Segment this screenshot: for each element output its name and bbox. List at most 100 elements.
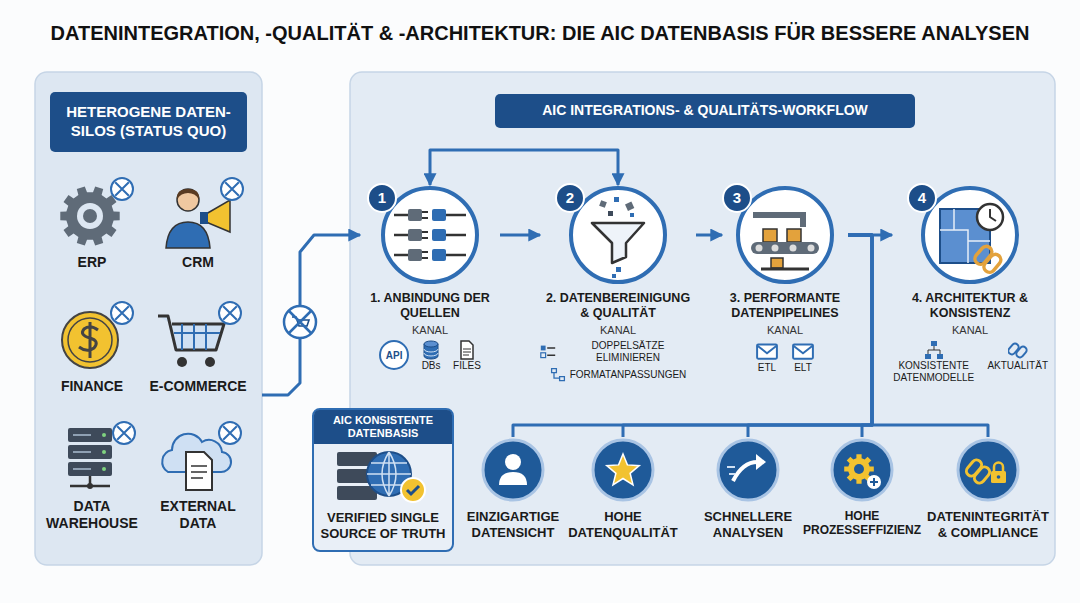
icon-shape [40,420,144,494]
icon-shape [111,302,133,324]
connector [848,235,872,437]
icon-shape [394,234,408,237]
icon-shape [753,215,803,227]
icon-shape [174,324,220,350]
icon-shape [757,344,777,358]
silo-label: CRM [146,254,250,271]
icon-shape [446,254,466,257]
benefit-label: DATENINTEGRITÄT & COMPLIANCE [925,509,1051,540]
icon-shape [607,454,639,485]
icon-shape [115,306,129,320]
icon-shape [625,202,634,211]
icon-shape [541,352,546,357]
channel-icon [550,367,566,383]
icon-shape [756,454,766,470]
icon-shape [111,178,133,200]
panel-title: HETEROGENE DATEN- SILOS (STATUS QUO) [58,103,239,141]
icon-shape [771,258,783,268]
group-panel: AIC INTEGRATIONS- & QUALITÄTS-WORKFLOW11… [350,72,1055,565]
silo-node: CRM [146,176,250,271]
icon-shape [982,252,1003,274]
benefit-label: HOHE DATENQUALITÄT [568,509,678,540]
step-title: 2. DATENBEREINIGUNG & QUALITÄT [540,291,696,321]
channel-item: API [379,340,409,372]
icon-shape [791,340,815,362]
channel-list: DOPPELSÄTZE ELIMINIERENFORMATANPASSUNGEN [540,340,696,383]
icon-shape [432,249,446,261]
benefit-circle [693,437,803,503]
blocked-symbol [284,306,316,338]
icon-shape [977,204,1003,230]
channel-text: FORMATANPASSUNGEN [570,369,687,381]
icon-shape [808,245,815,252]
icon-shape [612,274,616,278]
icon-shape [446,234,466,237]
icon-shape [221,178,243,200]
icon-shape [158,316,224,350]
icon-shape [937,354,943,359]
icon-shape [383,188,477,282]
channel-item: FILES [453,340,481,372]
icon-shape [867,475,881,489]
icon-shape [73,435,91,469]
icon-shape [102,433,106,437]
aic-text: VERIFIED SINGLE SOURCE OF TRUTH [314,508,452,549]
silo-icon [40,300,144,374]
process-step: 33. PERFORMANTE DATENPIPELINESKANALETLEL… [722,185,848,374]
icon-shape [551,369,564,381]
channel-icon [421,340,441,360]
aic-icon [314,444,452,508]
icon-shape [590,437,656,503]
icon-shape [117,426,131,440]
icon-shape [408,209,422,221]
icon-shape [499,472,527,485]
icon-shape [394,214,408,217]
silo-node: EXTERNAL DATA [146,420,250,532]
icon-shape [483,440,543,500]
process-step: 11. ANBINDUNG DER QUELLENKANALAPIDBsFILE… [360,185,500,372]
icon-shape [166,222,210,248]
channel-icon [755,340,779,362]
icon-shape [757,346,777,354]
icon-shape [284,306,316,338]
step-title: 4. ARCHITEKTUR & KONSISTENZ [892,291,1048,321]
icon-shape [60,186,119,245]
connectors [262,150,988,437]
icon-shape [733,462,759,481]
benefit-node: HOHE PROZESSEFFIZIENZ [802,437,922,538]
silo-label: DATA WAREHOUSE [40,498,144,532]
channel-icon [457,340,477,360]
benefit-circle [458,437,568,503]
icon-shape [832,440,892,500]
icon-shape [408,249,422,261]
benefit-node: EINZIGARTIGE DATENSICHT [458,437,568,540]
icon-shape [614,197,619,202]
icon-shape [115,182,129,196]
icon-shape [924,340,944,360]
connector [262,235,360,395]
silo-label: FINANCE [40,378,144,395]
icon-shape [446,214,466,217]
panel-heading: HETEROGENE DATEN- SILOS (STATUS QUO) [50,92,247,152]
icon-shape [541,345,546,350]
process-step: 22. DATENBEREINIGUNG & QUALITÄTKANALDOPP… [540,185,696,383]
channel-list: KONSISTENTE DATENMODELLEAKTUALITÄT [892,340,1048,383]
silo-node: DATA WAREHOUSE [40,420,144,532]
icon-shape [761,268,809,271]
channel-text: KONSISTENTE DATENMODELLE [892,360,975,383]
silo-node: FINANCE [40,300,144,395]
channel-item: KONSISTENTE DATENMODELLE [892,340,975,383]
icon-shape [432,209,446,221]
icon-shape [755,340,779,362]
icon-shape [146,420,250,494]
silo-icon [40,176,144,250]
channel-item: ETL [755,340,779,374]
channel-text: FILES [453,360,481,372]
channel-icon [924,340,944,360]
channel-label: KANAL [892,324,1048,336]
icon-shape [424,349,438,356]
benefit-node: HOHE DATENQUALITÄT [568,437,678,540]
icon-shape [457,340,477,360]
channel-label: KANAL [360,324,500,336]
channel-list: ETLELT [722,340,848,374]
